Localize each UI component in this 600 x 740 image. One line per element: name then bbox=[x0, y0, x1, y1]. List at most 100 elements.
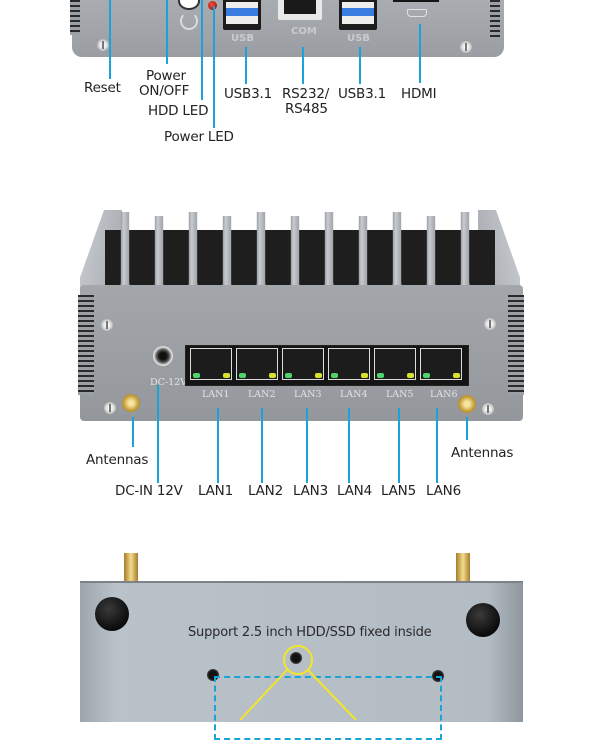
usb-silkscreen-right: USB bbox=[347, 33, 370, 44]
label-lan3: LAN3 bbox=[293, 483, 328, 499]
mount-screw-hole bbox=[290, 652, 302, 664]
label-lan4: LAN4 bbox=[337, 483, 372, 499]
screw-icon bbox=[482, 403, 494, 415]
link-led-green bbox=[377, 373, 384, 378]
usb-port-right bbox=[339, 0, 377, 30]
label-power: Power bbox=[146, 68, 186, 84]
power-led-indicator bbox=[208, 1, 217, 10]
right-vent-grille bbox=[508, 295, 524, 395]
lan-silkscreen-6: LAN6 bbox=[430, 389, 458, 400]
label-antennas-left: Antennas bbox=[86, 452, 149, 468]
heatsink-fin bbox=[186, 212, 200, 300]
label-power-led: Power LED bbox=[164, 129, 234, 145]
link-led-green bbox=[285, 373, 292, 378]
lan-silkscreen-4: LAN4 bbox=[340, 389, 368, 400]
lan-silkscreen-3: LAN3 bbox=[294, 389, 322, 400]
callout-line bbox=[419, 24, 421, 83]
lan-silkscreen-5: LAN5 bbox=[386, 389, 414, 400]
link-led-green bbox=[193, 373, 200, 378]
label-rs232: RS232/ bbox=[282, 86, 330, 102]
com-silkscreen: COM bbox=[291, 26, 317, 37]
heatsink-fin bbox=[458, 212, 472, 300]
left-vent-grille bbox=[78, 295, 94, 395]
label-lan1: LAN1 bbox=[198, 483, 233, 499]
heatsink-fin bbox=[322, 212, 336, 300]
heatsink-fin bbox=[356, 216, 370, 300]
highlight-lines bbox=[239, 669, 357, 720]
callout-line bbox=[359, 47, 361, 84]
callout-line bbox=[245, 47, 247, 84]
callout-line bbox=[398, 408, 400, 483]
mount-screw-hole bbox=[207, 669, 219, 681]
screw-icon bbox=[101, 319, 113, 331]
screw-icon bbox=[104, 402, 116, 414]
label-lan2: LAN2 bbox=[248, 483, 283, 499]
label-hdmi: HDMI bbox=[401, 86, 437, 102]
usb-silkscreen-left: USB bbox=[231, 33, 254, 44]
highlight-line-right bbox=[307, 669, 357, 720]
callout-line bbox=[466, 417, 468, 440]
hdmi-port bbox=[393, 0, 439, 2]
activity-led-yellow bbox=[315, 373, 322, 378]
label-lan6: LAN6 bbox=[426, 483, 461, 499]
callout-line bbox=[436, 408, 438, 483]
screw-icon bbox=[97, 39, 109, 51]
antenna-stub-right bbox=[456, 553, 470, 581]
link-led-green bbox=[423, 373, 430, 378]
power-symbol-icon bbox=[180, 12, 198, 30]
label-usb-left: USB3.1 bbox=[224, 86, 272, 102]
rubber-foot-left bbox=[95, 597, 129, 631]
screw-icon bbox=[484, 318, 496, 330]
activity-led-yellow bbox=[223, 373, 230, 378]
callout-line bbox=[132, 417, 134, 447]
heatsink-fin bbox=[220, 216, 234, 300]
callout-line bbox=[166, 0, 168, 64]
label-lan5: LAN5 bbox=[381, 483, 416, 499]
label-rs485: RS485 bbox=[285, 101, 328, 117]
heatsink-fin bbox=[254, 212, 268, 300]
label-power-onoff: ON/OFF bbox=[139, 83, 190, 99]
callout-line bbox=[302, 47, 304, 84]
callout-line bbox=[201, 0, 203, 100]
right-vent-grille bbox=[490, 0, 500, 38]
callout-line bbox=[348, 408, 350, 483]
dc-power-jack bbox=[153, 346, 173, 366]
link-led-green bbox=[331, 373, 338, 378]
heatsink-fin bbox=[152, 216, 166, 300]
activity-led-yellow bbox=[361, 373, 368, 378]
antenna-stub-left bbox=[124, 553, 138, 581]
lan-silkscreen-1: LAN1 bbox=[202, 389, 230, 400]
label-antennas-right: Antennas bbox=[451, 445, 514, 461]
screw-icon bbox=[460, 41, 472, 53]
highlight-circle bbox=[283, 645, 313, 675]
usb-port-left bbox=[223, 0, 261, 30]
label-reset: Reset bbox=[84, 80, 121, 96]
activity-led-yellow bbox=[453, 373, 460, 378]
label-hdd-led: HDD LED bbox=[148, 103, 209, 119]
dc-silkscreen: DC-12V bbox=[150, 377, 188, 388]
callout-line bbox=[217, 408, 219, 483]
callout-line bbox=[306, 408, 308, 483]
antenna-connector-right bbox=[458, 395, 476, 413]
antenna-connector-left bbox=[122, 394, 140, 412]
activity-led-yellow bbox=[269, 373, 276, 378]
callout-line bbox=[213, 6, 215, 128]
rubber-foot-right bbox=[466, 603, 500, 637]
highlight-line-left bbox=[239, 669, 288, 720]
heatsink-fin bbox=[390, 212, 404, 300]
callout-line bbox=[261, 408, 263, 483]
callout-line bbox=[157, 385, 159, 483]
callout-line bbox=[109, 0, 111, 79]
left-vent-grille bbox=[70, 0, 80, 35]
activity-led-yellow bbox=[407, 373, 414, 378]
label-usb-right: USB3.1 bbox=[338, 86, 386, 102]
lan-silkscreen-2: LAN2 bbox=[248, 389, 276, 400]
com-port bbox=[278, 0, 322, 20]
link-led-green bbox=[239, 373, 246, 378]
heatsink-fin bbox=[424, 216, 438, 300]
heatsink-fin bbox=[118, 212, 132, 300]
label-dc-in: DC-IN 12V bbox=[115, 483, 183, 499]
heatsink-fin bbox=[288, 216, 302, 300]
hdmi-symbol-icon bbox=[407, 9, 427, 17]
hdd-support-caption: Support 2.5 inch HDD/SSD fixed inside bbox=[188, 625, 432, 640]
